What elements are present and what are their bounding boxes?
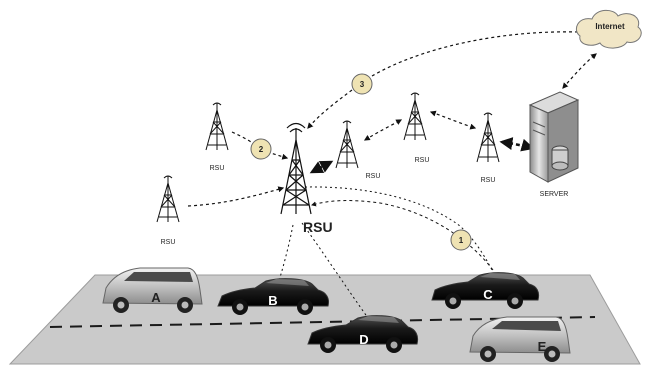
- rsu-label-left: RSU: [161, 239, 176, 246]
- rsu-tower-upper-left: [205, 102, 229, 151]
- step-marker-3: 3: [351, 73, 373, 95]
- rsu-label-upper-left: RSU: [210, 165, 225, 172]
- rsu-label-mid: RSU: [366, 173, 381, 180]
- internet-cloud-icon: [576, 9, 642, 49]
- rsu-tower-left: [156, 175, 180, 223]
- step-marker-1: 1: [450, 229, 472, 251]
- car-a: A: [102, 267, 203, 313]
- step-marker-2: 2: [250, 138, 272, 160]
- car-label-e: E: [538, 339, 547, 354]
- car-e: E: [469, 316, 571, 362]
- server-label: SERVER: [540, 191, 569, 198]
- lane-divider: [49, 316, 596, 328]
- internet-label: Internet: [595, 22, 625, 31]
- car-label-b: B: [268, 293, 277, 308]
- rsu-label-right: RSU: [481, 177, 496, 184]
- rsu-tower-mid: [335, 120, 359, 169]
- car-b: B: [217, 278, 329, 315]
- car-label-c: C: [483, 287, 493, 302]
- car-label-d: D: [359, 332, 368, 347]
- step-label-3: 3: [360, 80, 365, 89]
- car-d: D: [307, 315, 419, 353]
- car-c: C: [431, 272, 540, 309]
- rsu-label-center: RSU: [415, 157, 430, 164]
- step-label-2: 2: [259, 145, 264, 154]
- rsu-tower-main: [280, 122, 312, 215]
- car-label-a: A: [151, 290, 161, 305]
- rsu-tower-center: [403, 92, 427, 141]
- step-label-1: 1: [459, 236, 464, 245]
- main-rsu-label: RSU: [303, 219, 333, 235]
- server-icon: [528, 91, 580, 183]
- rsu-tower-right: [476, 112, 500, 163]
